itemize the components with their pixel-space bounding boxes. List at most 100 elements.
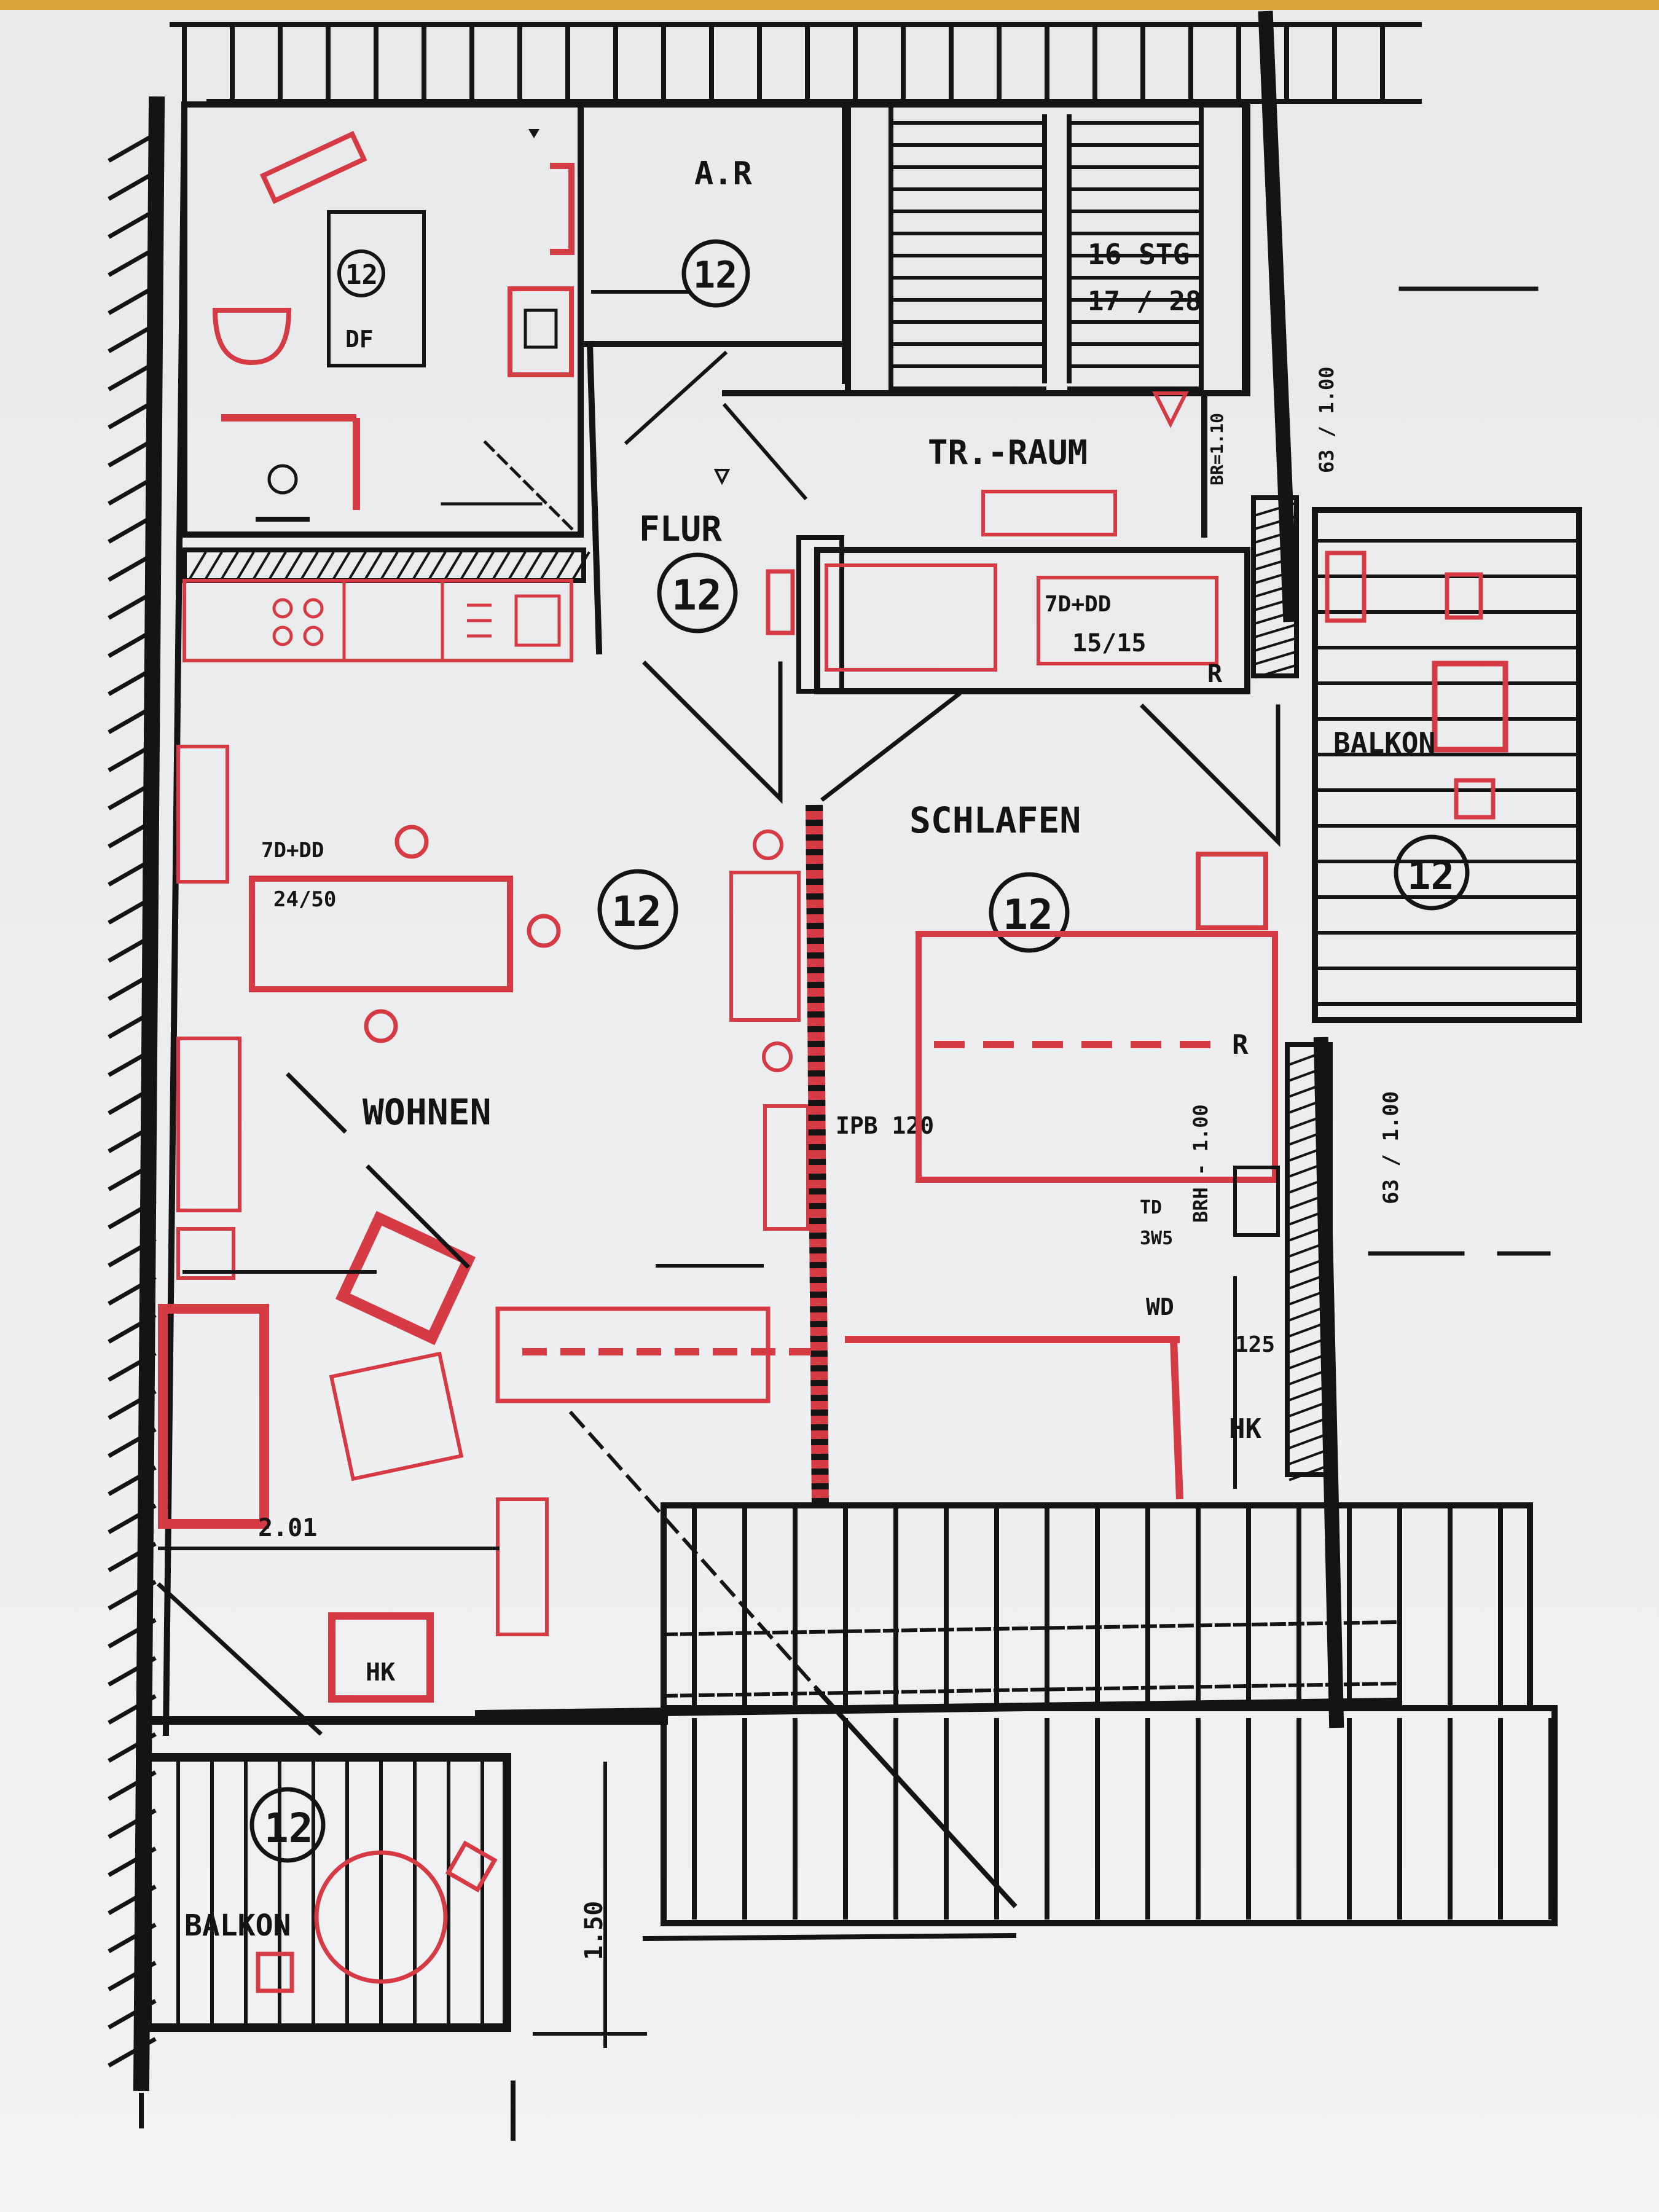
wall-hatch (1288, 1257, 1329, 1274)
wall-hatch (108, 399, 157, 429)
wall-hatch (108, 1199, 157, 1230)
wall-hatch (1255, 529, 1295, 544)
dim-1-50: 1.50 (580, 1901, 608, 1960)
wall-hatch (1255, 556, 1295, 571)
bed (916, 931, 1278, 1183)
wall-hatch (108, 1694, 157, 1725)
drying-room: TR.-RAUM BR=1.10 (722, 390, 1227, 538)
wall-hatch (1288, 1320, 1329, 1338)
balcony-left-number: 12 (264, 1805, 313, 1852)
wd-label: WD (1146, 1293, 1174, 1320)
wall-hatch (108, 589, 157, 620)
wall-hatch (1288, 1129, 1329, 1146)
wall-hatch (108, 627, 157, 658)
wall-hatch (237, 551, 255, 579)
window-dims-upper: 63 / 1.00 (1315, 367, 1338, 473)
window-dims-lower: 63 / 1.00 (1379, 1091, 1403, 1204)
wall-hatch (108, 1504, 157, 1534)
kitchen-counter (182, 547, 590, 662)
wall-hatch (1255, 583, 1295, 598)
wall-hatch (316, 551, 335, 579)
wall-hatch (1288, 1193, 1329, 1210)
wall-hatch (108, 932, 157, 963)
r-mark: R (1207, 660, 1223, 688)
wall-hatch (1288, 1288, 1329, 1306)
armchair-2 (329, 1351, 464, 1481)
storage-code: A.R (694, 155, 753, 192)
balcony-right-number: 12 (1407, 853, 1454, 899)
storage-number: 12 (693, 254, 737, 297)
window-living-dims: 24/50 (273, 887, 336, 912)
wall-hatch (1288, 1448, 1329, 1465)
wall-hatch (1288, 1177, 1329, 1194)
wall-hatch (1288, 1097, 1329, 1114)
wall-hatch (1288, 1065, 1329, 1082)
wall-hatch (508, 551, 527, 579)
hk-living: HK (366, 1658, 395, 1687)
wall-hatch (108, 208, 157, 239)
wall-hatch (108, 704, 157, 734)
wall-hatch (108, 361, 157, 391)
toilet (212, 308, 292, 366)
wall-hatch (556, 551, 575, 579)
bathroom: 12 DF (181, 101, 584, 538)
wall-hatch (1288, 1400, 1329, 1418)
living-number: 12 (611, 888, 662, 936)
balcony-table (314, 1850, 448, 1984)
wall-hatch (269, 551, 287, 579)
wall-hatch (380, 551, 399, 579)
stairs-dims: 17 / 28 (1088, 286, 1201, 317)
bedroom-label: SCHLAFEN (909, 799, 1081, 841)
wall-hatch (108, 818, 157, 849)
window-living-label: 7D+DD (261, 838, 324, 863)
wall-hatch (476, 551, 495, 579)
wall-hatch (364, 551, 383, 579)
bath-mat (259, 130, 367, 204)
hallway-number: 12 (672, 571, 722, 620)
wall-hatch (428, 551, 447, 579)
hallway-label: FLUR (639, 509, 722, 549)
wall-hatch (444, 551, 463, 579)
wall-hatch (1255, 570, 1295, 584)
wall-hatch (1255, 543, 1295, 557)
wall-hatch (1288, 1416, 1329, 1433)
wall-hatch (1288, 1432, 1329, 1449)
wall-hatch (332, 551, 351, 579)
wall-hatch (108, 2037, 157, 2068)
armchair (335, 1210, 476, 1346)
wardrobe-top: 7D+DD 15/15 R (814, 495, 1299, 847)
wall-hatch (108, 1123, 157, 1153)
wall-hatch (1288, 1352, 1329, 1370)
wall-hatch (253, 551, 271, 579)
roof-rafters-bottom (642, 1502, 1558, 1942)
wall-hatch (108, 1237, 157, 1268)
wall-hatch (108, 1084, 157, 1115)
bathtub-area (327, 210, 426, 367)
wall-hatch (572, 551, 590, 579)
wall-hatch (1288, 1336, 1329, 1354)
wall-hatch (108, 1656, 157, 1687)
wd-value: 125 (1235, 1332, 1275, 1357)
wall-hatch (189, 551, 207, 579)
wall-hatch (1255, 637, 1295, 652)
wall-hatch (1288, 1225, 1329, 1242)
wall-hatch (492, 551, 511, 579)
stairs-label: 16 STG (1088, 238, 1190, 271)
living-label: WOHNEN (363, 1091, 492, 1133)
brh-note: BRH - 1.00 (1189, 1104, 1212, 1223)
wall-hatch (108, 970, 157, 1001)
wall-hatch (108, 1427, 157, 1458)
window-bedroom-dims: 15/15 (1072, 629, 1146, 657)
wall-hatch (540, 551, 559, 579)
washbasin (508, 286, 574, 377)
wall-hatch (1288, 1081, 1329, 1098)
wall-hatch (1255, 651, 1295, 665)
wall-hatch (348, 551, 367, 579)
wall-hatch (396, 551, 415, 579)
wall-hatch (1288, 1209, 1329, 1226)
bath-number: 12 (345, 259, 378, 291)
wall-hatch (108, 1542, 157, 1572)
wall-hatch (108, 856, 157, 887)
